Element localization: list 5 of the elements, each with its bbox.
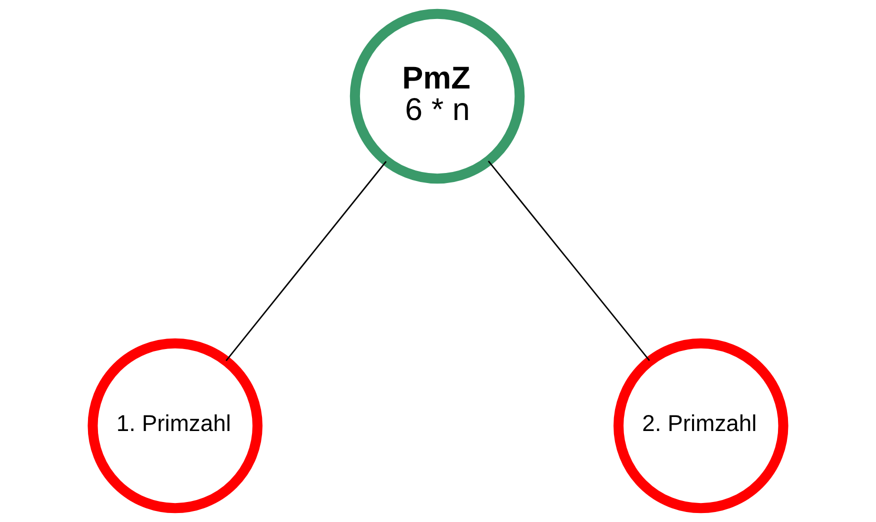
node-circle: 1. Primzahl <box>88 338 262 514</box>
connector <box>226 160 387 362</box>
connector <box>488 160 650 362</box>
node-circle: PmZ 6 * n <box>350 8 525 184</box>
node-circle: 2. Primzahl <box>614 338 788 514</box>
